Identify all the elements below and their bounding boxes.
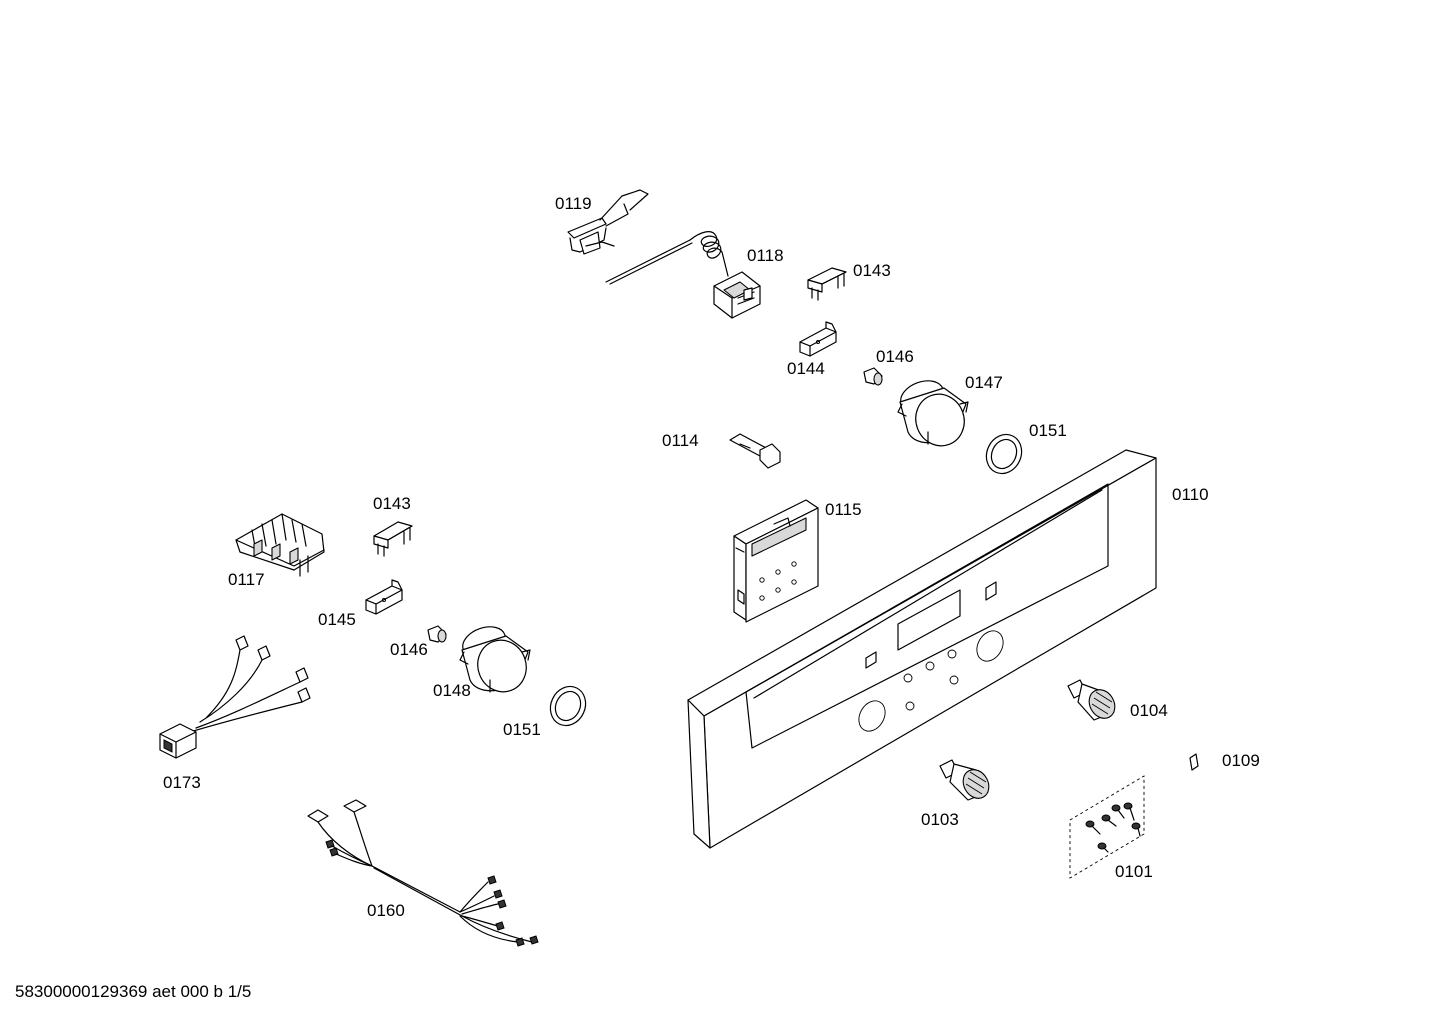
label-0151-top: 0151 bbox=[1029, 421, 1067, 440]
part-0147-knob-housing[interactable] bbox=[897, 375, 972, 452]
label-0145: 0145 bbox=[318, 610, 356, 629]
part-0173-wiring-harness[interactable] bbox=[159, 635, 311, 759]
part-0109-tiny[interactable] bbox=[1189, 753, 1199, 771]
label-0109: 0109 bbox=[1222, 751, 1260, 770]
label-0148: 0148 bbox=[433, 681, 471, 700]
part-0146-top-bulb[interactable] bbox=[863, 367, 883, 386]
label-0101: 0101 bbox=[1115, 862, 1153, 881]
label-0147: 0147 bbox=[965, 373, 1003, 392]
label-0110: 0110 bbox=[1172, 485, 1209, 504]
label-0103: 0103 bbox=[921, 810, 959, 829]
part-0160-wiring-harness[interactable] bbox=[307, 799, 539, 947]
part-0143-left-clip[interactable] bbox=[373, 521, 413, 557]
part-0104-knob[interactable] bbox=[1067, 679, 1120, 723]
label-0143-left: 0143 bbox=[373, 494, 411, 513]
label-0104: 0104 bbox=[1130, 701, 1168, 720]
part-0146-left-bulb[interactable] bbox=[427, 625, 447, 643]
part-0103-knob[interactable] bbox=[939, 759, 994, 803]
part-0101-screw-set[interactable] bbox=[1069, 775, 1145, 879]
part-0117-terminal-block[interactable] bbox=[235, 513, 325, 577]
label-0119: 0119 bbox=[555, 194, 592, 213]
label-0114: 0114 bbox=[662, 431, 699, 450]
label-0146-top: 0146 bbox=[876, 347, 914, 366]
label-0144: 0144 bbox=[787, 359, 825, 378]
label-0118: 0118 bbox=[747, 246, 784, 265]
part-0144-bracket[interactable] bbox=[799, 321, 837, 357]
label-0160: 0160 bbox=[367, 901, 405, 920]
part-0151-top-ring[interactable] bbox=[980, 429, 1028, 480]
label-0117: 0117 bbox=[228, 570, 265, 589]
part-0118-thermostat[interactable] bbox=[605, 231, 761, 319]
label-0115: 0115 bbox=[825, 500, 862, 519]
part-0114-shaft[interactable] bbox=[729, 433, 781, 469]
part-0143-top-clip[interactable] bbox=[807, 267, 847, 301]
label-0146-left: 0146 bbox=[390, 640, 428, 659]
part-0115-module[interactable] bbox=[733, 499, 819, 623]
part-0110-control-panel[interactable] bbox=[687, 449, 1157, 849]
label-0143-top: 0143 bbox=[853, 261, 891, 280]
part-0151-left-ring[interactable] bbox=[544, 681, 592, 732]
part-0119-sensor-clip[interactable] bbox=[567, 189, 649, 255]
part-0145-bracket[interactable] bbox=[365, 579, 403, 615]
label-0151-left: 0151 bbox=[503, 720, 541, 739]
part-0148-knob-housing[interactable] bbox=[459, 621, 534, 698]
label-0173: 0173 bbox=[163, 773, 201, 792]
document-footer-code: 58300000129369 aet 000 b 1/5 bbox=[15, 982, 251, 1001]
